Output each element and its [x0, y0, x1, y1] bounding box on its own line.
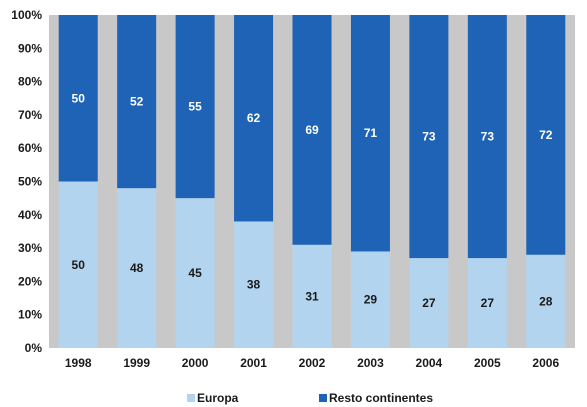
- bars-group: 50 50 48 52 45 55 38 62 31 69 29 71 27 73 27 73 28 72: [58, 15, 566, 348]
- bar-europa-2003: [350, 251, 390, 348]
- data-label-europa-2005: 27: [481, 296, 495, 310]
- y-tick-5: 50%: [18, 175, 42, 189]
- bar-resto-continentes-2006: [526, 15, 566, 255]
- data-label-europa-2004: 27: [422, 296, 436, 310]
- bar-resto-continentes-2003: [350, 15, 390, 252]
- bar-europa-2005: [467, 258, 507, 348]
- x-axis-ticks: 1998 1999 2000 2001 2002 2003 2004 2005 2006: [65, 356, 560, 370]
- data-label-resto-continentes-1998: 50: [72, 91, 86, 105]
- data-label-resto-continentes-2003: 71: [364, 126, 378, 140]
- bar-resto-continentes-2000: [175, 15, 215, 199]
- bar-europa-2002: [292, 244, 332, 348]
- x-tick-1998: 1998: [65, 356, 92, 370]
- legend: Europa Resto continentes: [187, 391, 433, 405]
- data-label-europa-1998: 50: [72, 258, 86, 272]
- data-label-resto-continentes-1999: 52: [130, 95, 144, 109]
- y-tick-6: 60%: [18, 141, 42, 155]
- bar-europa-2000: [175, 198, 215, 348]
- bar-europa-2006: [526, 254, 566, 348]
- data-label-resto-continentes-2002: 69: [305, 123, 319, 137]
- bar-resto-continentes-1998: [58, 15, 98, 182]
- data-label-europa-2000: 45: [188, 266, 202, 280]
- data-label-europa-1999: 48: [130, 261, 144, 275]
- bar-resto-continentes-2002: [292, 15, 332, 245]
- y-tick-8: 80%: [18, 75, 42, 89]
- data-label-europa-2002: 31: [305, 289, 319, 303]
- x-tick-2003: 2003: [357, 356, 384, 370]
- y-tick-3: 30%: [18, 241, 42, 255]
- bar-resto-continentes-2004: [409, 15, 449, 259]
- data-label-europa-2003: 29: [364, 293, 378, 307]
- y-tick-7: 70%: [18, 108, 42, 122]
- y-tick-2: 20%: [18, 274, 42, 288]
- bar-resto-continentes-2005: [467, 15, 507, 259]
- data-label-resto-continentes-2001: 62: [247, 111, 261, 125]
- x-tick-2001: 2001: [240, 356, 267, 370]
- bar-europa-1999: [117, 188, 157, 348]
- y-tick-10: 100%: [11, 8, 42, 22]
- legend-swatch-europa: [187, 394, 195, 402]
- bar-europa-2004: [409, 258, 449, 348]
- x-tick-2004: 2004: [416, 356, 443, 370]
- bar-resto-continentes-1999: [117, 15, 157, 189]
- x-tick-2005: 2005: [474, 356, 501, 370]
- y-tick-9: 90%: [18, 41, 42, 55]
- bar-europa-2001: [234, 221, 274, 348]
- x-tick-2000: 2000: [182, 356, 209, 370]
- data-label-resto-continentes-2006: 72: [539, 128, 553, 142]
- y-tick-0: 0%: [25, 341, 43, 355]
- data-label-resto-continentes-2005: 73: [481, 130, 495, 144]
- y-tick-1: 10%: [18, 308, 42, 322]
- bar-europa-1998: [58, 181, 98, 348]
- y-axis-ticks: 0% 10% 20% 30% 40% 50% 60% 70% 80% 90% 100%: [11, 8, 42, 355]
- data-label-resto-continentes-2000: 55: [188, 100, 202, 114]
- data-label-resto-continentes-2004: 73: [422, 130, 436, 144]
- legend-swatch-resto-continentes: [319, 394, 327, 402]
- x-tick-2002: 2002: [299, 356, 326, 370]
- data-label-europa-2006: 28: [539, 294, 553, 308]
- bar-resto-continentes-2001: [234, 15, 274, 222]
- x-tick-1999: 1999: [123, 356, 150, 370]
- data-label-europa-2001: 38: [247, 278, 261, 292]
- legend-label-europa: Europa: [197, 391, 239, 405]
- y-tick-4: 40%: [18, 208, 42, 222]
- x-tick-2006: 2006: [532, 356, 559, 370]
- legend-label-resto-continentes: Resto continentes: [329, 391, 433, 405]
